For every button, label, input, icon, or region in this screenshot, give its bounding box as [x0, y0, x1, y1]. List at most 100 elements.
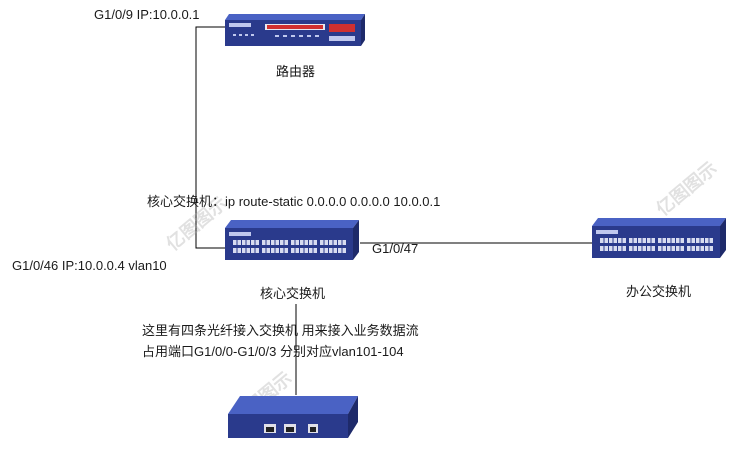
switch-port	[309, 240, 313, 245]
fiber-device[interactable]	[228, 394, 368, 449]
switch-port	[295, 248, 299, 253]
switch-port	[271, 240, 275, 245]
router-name: 路由器	[276, 64, 316, 79]
switch-port	[246, 240, 250, 245]
switch-port	[280, 248, 284, 253]
fiber-note-line2: 占用端口G1/0/0-G1/0/3 分别对应vlan101-104	[142, 344, 404, 359]
switch-port	[291, 248, 295, 253]
switch-port	[709, 246, 713, 251]
switch-port	[604, 238, 608, 243]
switch-port	[255, 240, 259, 245]
switch-port	[651, 238, 655, 243]
switch-port	[691, 238, 695, 243]
switch-port	[667, 246, 671, 251]
switch-port	[324, 248, 328, 253]
switch-port	[304, 240, 308, 245]
switch-port	[271, 248, 275, 253]
switch-port	[638, 238, 642, 243]
switch-port	[242, 248, 246, 253]
core-uplink-label: G1/0/47	[372, 241, 419, 256]
switch-port	[324, 240, 328, 245]
switch-port	[233, 240, 237, 245]
router-port-label: G1/0/9 IP:10.0.0.1	[94, 7, 200, 22]
switch-port	[313, 248, 317, 253]
switch-port	[667, 238, 671, 243]
switch-port	[320, 240, 324, 245]
switch-port	[662, 246, 666, 251]
switch-port	[642, 238, 646, 243]
switch-port	[700, 238, 704, 243]
switch-port	[613, 246, 617, 251]
switch-port	[342, 248, 346, 253]
switch-port	[671, 246, 675, 251]
switch-port	[709, 238, 713, 243]
switch-port	[304, 248, 308, 253]
switch-port	[671, 238, 675, 243]
switch-port	[262, 240, 266, 245]
switch-port	[687, 238, 691, 243]
switch-port	[622, 246, 626, 251]
switch-port	[242, 240, 246, 245]
router-core-link	[195, 26, 226, 249]
switch-port	[295, 240, 299, 245]
switch-port	[613, 238, 617, 243]
switch-port	[329, 248, 333, 253]
core-route-command: 核心交换机：ip route-static 0.0.0.0 0.0.0.0 10…	[147, 194, 441, 209]
switch-port	[333, 248, 337, 253]
office-switch-name: 办公交换机	[626, 284, 692, 299]
switch-port	[604, 246, 608, 251]
switch-port	[705, 246, 709, 251]
switch-port	[291, 240, 295, 245]
core-port-label: G1/0/46 IP:10.0.0.4 vlan10	[12, 258, 167, 273]
switch-port	[676, 238, 680, 243]
switch-port	[687, 246, 691, 251]
switch-port	[246, 248, 250, 253]
switch-port	[329, 240, 333, 245]
switch-port	[642, 246, 646, 251]
router-device[interactable]	[225, 10, 369, 55]
switch-port	[680, 238, 684, 243]
switch-port	[700, 246, 704, 251]
switch-icon	[592, 218, 726, 258]
switch-port	[633, 238, 637, 243]
switch-port	[618, 246, 622, 251]
switch-port	[705, 238, 709, 243]
office-switch-device[interactable]	[592, 216, 727, 265]
switch-port	[629, 238, 633, 243]
router-icon	[225, 14, 365, 46]
switch-port	[618, 238, 622, 243]
fiber-note-line1: 这里有四条光纤接入交换机 用来接入业务数据流	[142, 323, 419, 338]
switch-port	[262, 248, 266, 253]
switch-port	[622, 238, 626, 243]
switch-port	[338, 248, 342, 253]
switch-port	[691, 246, 695, 251]
switch-port	[600, 246, 604, 251]
switch-port	[633, 246, 637, 251]
switch-port	[651, 246, 655, 251]
switch-port	[609, 246, 613, 251]
switch-port	[251, 248, 255, 253]
switch-port	[313, 240, 317, 245]
switch-port	[233, 248, 237, 253]
core-switch-name: 核心交换机	[260, 286, 326, 301]
switch-port	[251, 240, 255, 245]
switch-port	[680, 246, 684, 251]
switch-port	[676, 246, 680, 251]
switch-port	[647, 238, 651, 243]
switch-port	[662, 238, 666, 243]
switch-port	[266, 248, 270, 253]
switch-port	[237, 248, 241, 253]
switch-port	[284, 240, 288, 245]
switch-port	[658, 238, 662, 243]
switch-port	[266, 240, 270, 245]
switch-port	[275, 240, 279, 245]
switch-port	[342, 240, 346, 245]
switch-port	[280, 240, 284, 245]
fiber-device-icon	[228, 396, 358, 438]
switch-port	[237, 240, 241, 245]
switch-port	[338, 240, 342, 245]
switch-port	[647, 246, 651, 251]
switch-port	[284, 248, 288, 253]
core-switch-device[interactable]	[225, 218, 360, 267]
